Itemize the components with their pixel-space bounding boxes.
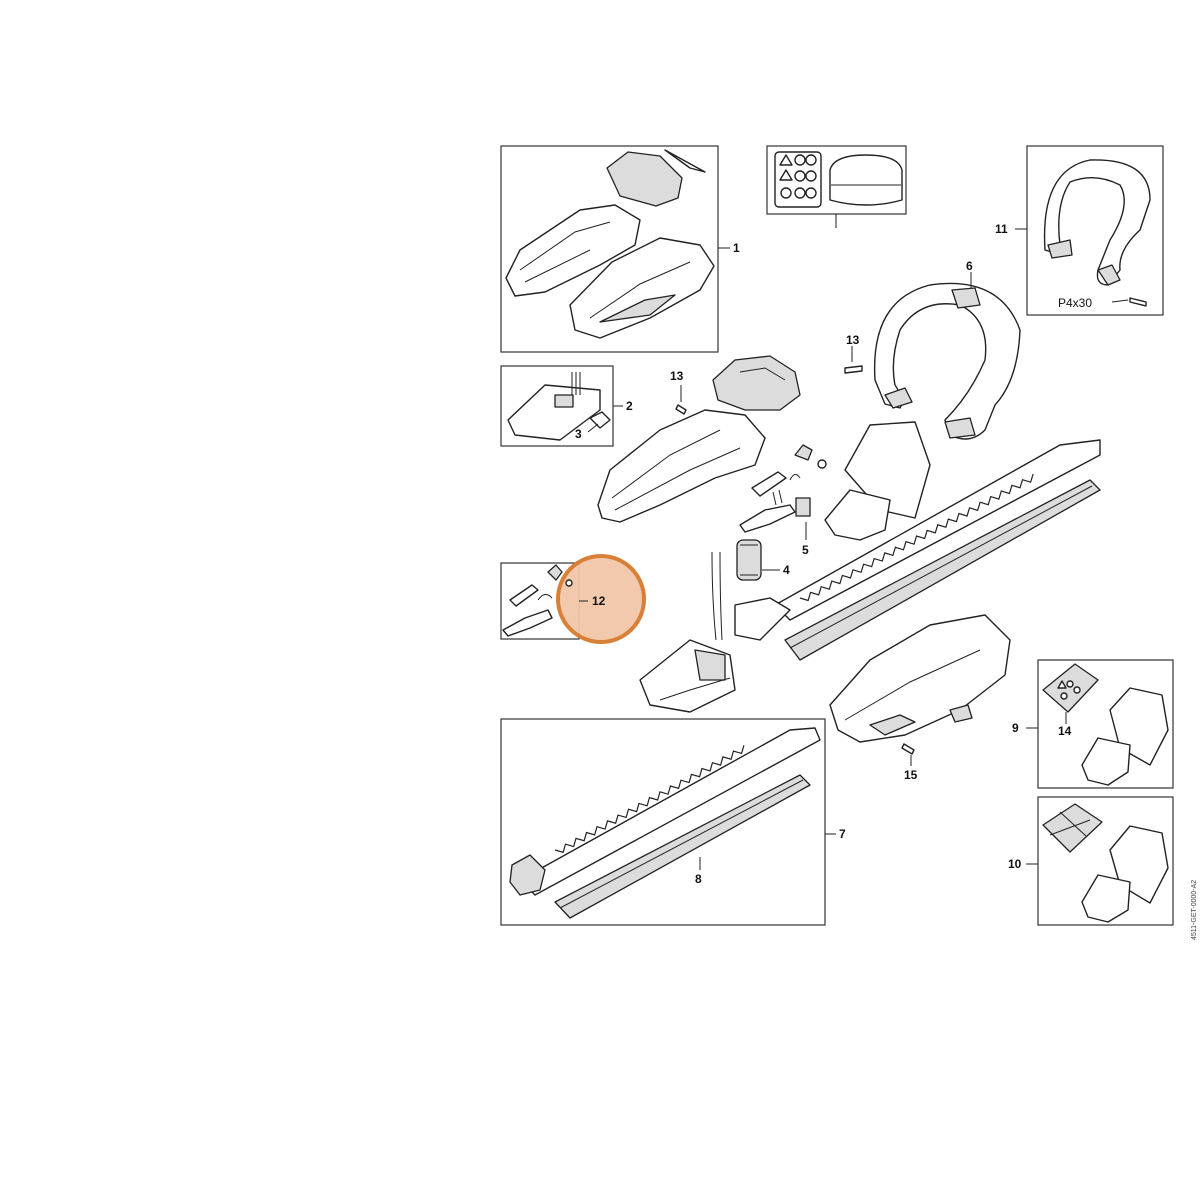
housing-cap xyxy=(606,151,683,207)
callout-2[interactable]: 2 xyxy=(626,399,633,413)
housing-cap-mid xyxy=(712,355,801,411)
loop-handle-6 xyxy=(873,282,1021,440)
cover-cap xyxy=(829,154,903,206)
blade-guard xyxy=(784,479,1101,661)
guard-kit-box[interactable]: 10 xyxy=(1008,796,1174,926)
callout-8[interactable]: 8 xyxy=(695,872,702,886)
housing-left-shell-mid xyxy=(597,409,766,523)
callout-10[interactable]: 10 xyxy=(1008,857,1022,871)
callout-13b[interactable]: 13 xyxy=(846,333,860,347)
base-board xyxy=(639,639,736,713)
housing-left-shell xyxy=(505,204,641,297)
callout-14[interactable]: 14 xyxy=(1058,724,1072,738)
callout-4[interactable]: 4 xyxy=(783,563,790,577)
blade-guard-8 xyxy=(554,774,811,919)
main-housing-exploded: 13 xyxy=(597,355,801,523)
guard-mount-10 xyxy=(1081,874,1131,923)
callout-1[interactable]: 1 xyxy=(733,241,740,255)
loop-handle xyxy=(1043,159,1151,286)
callout-13a[interactable]: 13 xyxy=(670,369,684,383)
cutter-bar-box[interactable]: 8 7 xyxy=(500,718,846,926)
lock-lever xyxy=(739,504,796,533)
motor xyxy=(736,539,762,581)
callout-9[interactable]: 9 xyxy=(1012,721,1019,735)
trigger-assembly: 5 xyxy=(739,444,827,557)
handle-kit-box[interactable]: P4x30 11 xyxy=(995,145,1164,316)
callout-5[interactable]: 5 xyxy=(802,543,809,557)
callout-12[interactable]: 12 xyxy=(592,594,606,608)
housing-right-shell-mid xyxy=(829,614,1011,743)
loop-handle-exploded: 6 13 xyxy=(844,259,1021,440)
callout-3[interactable]: 3 xyxy=(575,427,582,441)
cutter-bar xyxy=(774,439,1101,621)
housing-right-exploded: 15 xyxy=(829,614,1011,782)
label-sticker xyxy=(1042,663,1099,713)
guard-cover-10 xyxy=(1042,803,1103,853)
guard-label-box[interactable]: 9 14 xyxy=(1012,659,1174,789)
housing-right-shell xyxy=(569,237,715,339)
label-set-box[interactable] xyxy=(766,145,907,228)
callout-15[interactable]: 15 xyxy=(904,768,918,782)
callout-6[interactable]: 6 xyxy=(966,259,973,273)
hand-guard-mount xyxy=(824,489,891,541)
handle-switch-6 xyxy=(951,287,981,309)
blade-assembly-main: 4 xyxy=(711,439,1101,661)
handle-screw xyxy=(1129,297,1147,307)
sticker-symbols-icon xyxy=(1057,680,1081,700)
callout-7[interactable]: 7 xyxy=(839,827,846,841)
callout-11[interactable]: 11 xyxy=(995,222,1008,236)
hand-guard xyxy=(824,421,931,541)
screw-size-label[interactable]: P4x30 xyxy=(1058,296,1092,310)
guard-mount-9 xyxy=(1081,737,1131,786)
housing-clip xyxy=(664,149,706,173)
highlight-marker[interactable] xyxy=(556,554,646,644)
screw-13b xyxy=(844,365,863,374)
screw-15 xyxy=(901,743,915,755)
switch-knob xyxy=(794,444,813,461)
screw-13a xyxy=(675,404,687,415)
housing-kit-box[interactable]: 1 xyxy=(500,145,740,353)
warning-symbols-icon xyxy=(779,154,817,199)
gearbox xyxy=(734,597,791,641)
circuit-board xyxy=(507,384,601,441)
drawing-code: 4511-GET-0000-A2 xyxy=(1191,880,1198,940)
electronics-box[interactable]: 2 3 xyxy=(500,365,633,447)
trigger-kit-box[interactable]: 12 xyxy=(500,554,646,644)
switch-block xyxy=(795,497,811,517)
gear-head-7 xyxy=(509,854,546,896)
trigger-lever xyxy=(751,471,787,497)
